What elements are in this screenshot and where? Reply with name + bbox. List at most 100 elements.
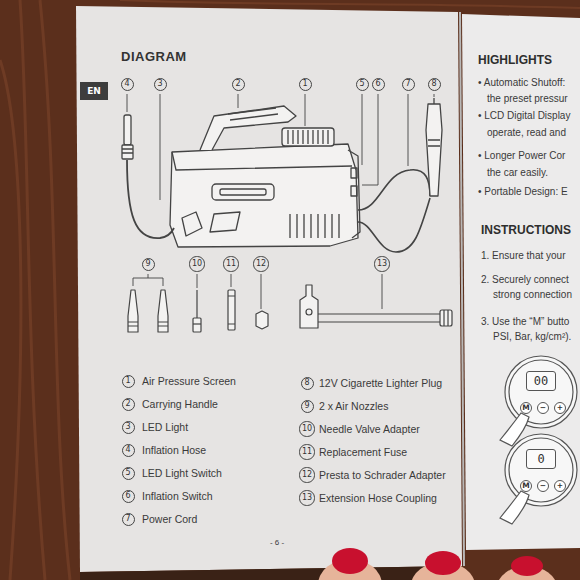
body-text: • LCD Digital Display	[478, 110, 570, 122]
node-text: +	[557, 404, 563, 412]
part-name: Power Cord	[142, 513, 197, 526]
node-text: 12	[302, 471, 312, 479]
callout-number: 10	[299, 421, 314, 436]
callout-number: 12	[299, 467, 314, 482]
callout-number: 2	[122, 398, 135, 411]
accessories	[128, 285, 452, 332]
callout-number: 2	[232, 78, 245, 91]
node-text: EN	[87, 87, 101, 96]
node-text: 3	[125, 423, 130, 431]
lcd-screen: 0	[526, 449, 556, 469]
node-text: 4	[125, 446, 130, 454]
callout-number: 3	[154, 78, 167, 91]
section-heading: INSTRUCTIONS	[481, 223, 571, 237]
body-text: the preset pressur	[487, 93, 568, 105]
node-text: 1	[125, 377, 130, 385]
node-text: +	[557, 482, 563, 490]
node-text: 12	[256, 260, 266, 268]
callout-number: 11	[299, 444, 314, 459]
node-text: 11	[302, 448, 312, 456]
body-text: 1. Ensure that your	[481, 250, 566, 262]
node-text: 10	[302, 425, 312, 433]
callout-number: 7	[402, 78, 415, 91]
callout-number: 1	[299, 78, 312, 91]
button: M	[520, 402, 532, 414]
part-name: Air Pressure Screen	[142, 375, 236, 388]
callout-number: 5	[122, 467, 135, 480]
node-text: 5	[125, 469, 130, 477]
part-name: 2 x Air Nozzles	[319, 400, 388, 413]
part-name: Inflation Switch	[142, 490, 213, 503]
body-text: the car easily.	[487, 167, 548, 179]
leader-lines	[127, 94, 434, 309]
lcd-screen: 00	[526, 371, 556, 391]
left-page	[76, 6, 462, 572]
node-text: 2	[125, 400, 130, 408]
display-illustrations	[500, 356, 577, 524]
callout-number: 9	[301, 400, 314, 413]
callout-number: 10	[189, 256, 204, 271]
right-page	[462, 14, 580, 550]
hand	[80, 548, 557, 580]
callout-number: 13	[299, 490, 314, 505]
node-text: 6	[375, 80, 380, 88]
body-text: PSI, Bar, kg/cm²).	[493, 331, 571, 343]
part-name: Extension Hose Coupling	[319, 492, 437, 505]
node-text: 7	[125, 515, 130, 523]
node-text: −	[540, 482, 546, 490]
callout-number: 8	[428, 78, 441, 91]
part-name: LED Light Switch	[142, 467, 222, 480]
button: +	[554, 402, 566, 414]
callout-number: 13	[374, 256, 389, 271]
callout-number: 5	[356, 78, 369, 91]
node-text: 11	[226, 260, 236, 268]
node-text: 4	[124, 80, 129, 88]
callout-number: 3	[122, 421, 135, 434]
callout-number: 6	[122, 490, 135, 503]
node-text: 00	[534, 375, 548, 387]
button: M	[520, 480, 532, 492]
callout-number: 8	[301, 377, 314, 390]
node-text: M	[522, 482, 529, 490]
callout-number: 4	[122, 444, 135, 457]
body-text: • Automatic Shutoff:	[478, 77, 565, 89]
air-compressor	[122, 98, 442, 252]
callout-number: 11	[223, 256, 238, 271]
part-name: 12V Cigarette Lighter Plug	[319, 377, 442, 390]
part-name: Needle Valve Adapter	[319, 423, 420, 436]
gutter	[460, 12, 464, 566]
body-text: 2. Securely connect	[481, 274, 569, 286]
node-text: 9	[145, 260, 150, 268]
button: +	[554, 480, 566, 492]
page-number: - 6 -	[270, 538, 284, 548]
button: −	[537, 480, 549, 492]
body-text: operate, read and	[487, 127, 566, 139]
button: −	[537, 402, 549, 414]
callout-number: 7	[122, 513, 135, 526]
node-text: 0	[537, 453, 544, 465]
section-heading: HIGHLIGHTS	[478, 53, 552, 67]
node-text: 7	[405, 80, 410, 88]
language-tab: EN	[80, 82, 108, 100]
node-text: 6	[125, 492, 130, 500]
node-text: 13	[302, 494, 312, 502]
body-text: • Portable Design: E	[478, 186, 568, 198]
part-name: Carrying Handle	[142, 398, 218, 411]
node-text: −	[540, 404, 546, 412]
callout-number: 4	[121, 78, 134, 91]
part-name: Inflation Hose	[142, 444, 206, 457]
node-text: M	[522, 404, 529, 412]
node-text: 8	[304, 379, 309, 387]
body-text: 3. Use the “M” butto	[481, 316, 569, 328]
node-text: 13	[377, 260, 387, 268]
node-text: 5	[359, 80, 364, 88]
part-name: LED Light	[142, 421, 188, 434]
callout-number: 12	[253, 256, 268, 271]
node-text: 9	[304, 402, 309, 410]
callout-number: 9	[142, 258, 155, 271]
callout-number: 1	[122, 375, 135, 388]
node-text: 2	[235, 80, 240, 88]
part-name: Presta to Schrader Adapter	[319, 469, 446, 482]
